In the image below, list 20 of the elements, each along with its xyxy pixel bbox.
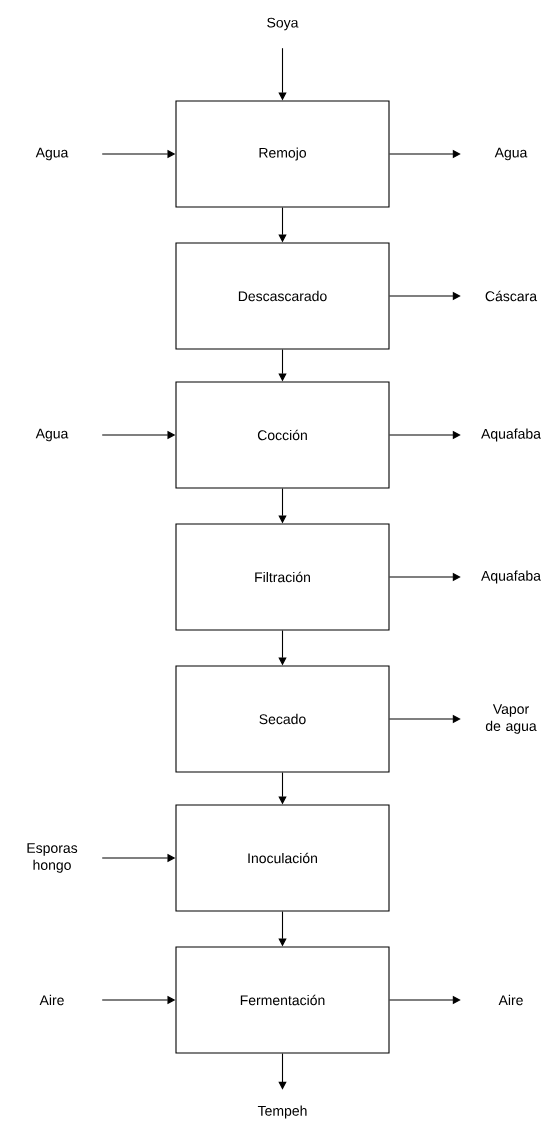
output-label: Cáscara bbox=[485, 290, 538, 302]
input-label: Soya bbox=[267, 17, 299, 31]
process-box: Inoculación bbox=[175, 804, 390, 912]
output-label: Aquafaba bbox=[481, 428, 541, 442]
input-label: Agua bbox=[35, 147, 69, 161]
input-label: Esporas hongo bbox=[27, 843, 78, 873]
output-label: Vapor de agua bbox=[485, 704, 537, 734]
process-box: Remojo bbox=[175, 100, 390, 208]
output-label: Tempeh bbox=[257, 1105, 307, 1119]
input-label: Aire bbox=[39, 994, 64, 1006]
output-label: Aquafaba bbox=[481, 570, 541, 584]
output-label: Aire bbox=[498, 994, 523, 1006]
input-label: Agua bbox=[35, 428, 69, 442]
process-box: Secado bbox=[175, 665, 390, 773]
process-box: Fermentación bbox=[175, 946, 390, 1054]
arrow bbox=[278, 1053, 287, 1090]
process-box: Filtración bbox=[175, 523, 390, 631]
process-box: Cocción bbox=[175, 381, 390, 489]
process-box: Descascarado bbox=[175, 242, 390, 350]
output-label: Agua bbox=[494, 147, 528, 161]
